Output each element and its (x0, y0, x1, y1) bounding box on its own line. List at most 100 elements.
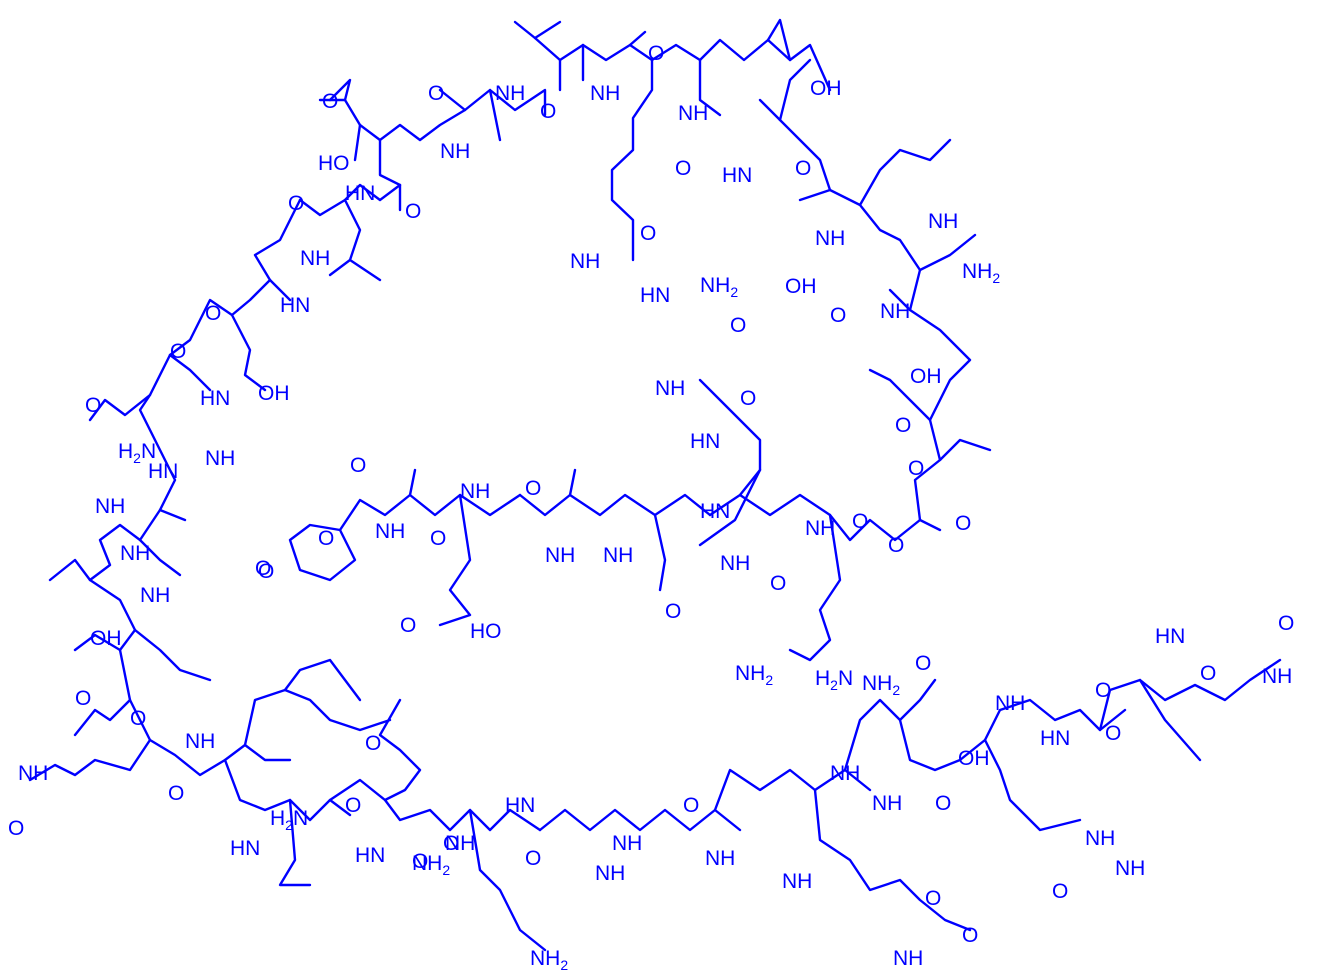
atom-label: NH (815, 227, 845, 250)
atom-label: NH (140, 584, 170, 607)
atom-label: HN (345, 182, 375, 205)
atom-label: O (1095, 679, 1111, 702)
atom-label: NH2 (862, 672, 900, 698)
atom-label: O (935, 792, 951, 815)
atom-label: O (365, 732, 381, 755)
atom-label: NH (995, 692, 1025, 715)
atom-label: NH2 (412, 852, 450, 878)
atom-label: NH (678, 102, 708, 125)
atom-label: O (75, 687, 91, 710)
atom-label: NH (375, 520, 405, 543)
atom-label: O (1200, 662, 1216, 685)
atom-label: O (288, 192, 304, 215)
atom-label: O (730, 314, 746, 337)
atom-label: NH (830, 762, 860, 785)
atom-label: HN (148, 460, 178, 483)
atom-label: HN (700, 500, 730, 523)
atom-label: NH (1262, 665, 1292, 688)
atom-label: OH (910, 365, 942, 388)
atom-label: NH (590, 82, 620, 105)
atom-label: OH (90, 627, 122, 650)
atom-label: NH2 (962, 260, 1000, 286)
atom-label: NH (705, 847, 735, 870)
atom-label: O (205, 302, 221, 325)
atom-label: NH2 (530, 947, 568, 973)
atom-label: O (852, 510, 868, 533)
atom-label: O (888, 534, 904, 557)
atom-label: O (925, 887, 941, 910)
atom-label: NH (570, 250, 600, 273)
atom-labels: O OH O NH NH O NH O HO NH O HN O HN O NH… (8, 42, 1294, 973)
atom-label: NH (893, 947, 923, 970)
atom-label: HN (355, 844, 385, 867)
atom-label: O (675, 157, 691, 180)
atom-label: H2N (815, 667, 853, 693)
atom-label: HN (690, 430, 720, 453)
atom-label: O (255, 557, 271, 580)
atom-label: HN (200, 387, 230, 410)
atom-label: HN (280, 294, 310, 317)
atom-label: NH (720, 552, 750, 575)
atom-label: O (318, 527, 334, 550)
atom-label: O (428, 82, 444, 105)
atom-label: NH (445, 832, 475, 855)
atom-label: O (895, 414, 911, 437)
atom-label: NH2 (700, 274, 738, 300)
atom-label: NH (495, 82, 525, 105)
atom-label: HN (722, 164, 752, 187)
atom-label: HO (318, 152, 350, 175)
atom-label: O (8, 817, 24, 840)
atom-label: NH (595, 862, 625, 885)
atom-label: O (430, 527, 446, 550)
atom-label: O (85, 394, 101, 417)
atom-label: O (665, 600, 681, 623)
atom-label: O (405, 200, 421, 223)
atom-label: HN (640, 284, 670, 307)
atom-label: HN (505, 794, 535, 817)
atom-label: O (740, 387, 756, 410)
atom-label: NH (460, 480, 490, 503)
atom-label: NH (95, 495, 125, 518)
atom-label: O (443, 832, 459, 855)
atom-label: O (648, 42, 664, 65)
atom-label: OH (258, 382, 290, 405)
atom-label: NH (782, 870, 812, 893)
atom-label: NH (440, 140, 470, 163)
atom-label: O (525, 847, 541, 870)
atom-label: O (412, 850, 428, 873)
atom-label: O (258, 560, 274, 583)
atom-label: O (168, 782, 184, 805)
atom-label: O (908, 457, 924, 480)
atom-label: O (915, 652, 931, 675)
atom-label: NH (1115, 857, 1145, 880)
atom-label: O (1052, 880, 1068, 903)
atom-label: O (962, 924, 978, 947)
atom-label: O (130, 707, 146, 730)
atom-label: NH (1085, 827, 1115, 850)
atom-label: NH (880, 300, 910, 323)
atom-label: O (170, 340, 186, 363)
atom-label: OH (785, 275, 817, 298)
atom-label: O (640, 222, 656, 245)
atom-label: O (955, 512, 971, 535)
atom-label: O (350, 454, 366, 477)
atom-label: HN (1155, 625, 1185, 648)
atom-label: NH (655, 377, 685, 400)
atom-label: O (1105, 722, 1121, 745)
atom-label: O (540, 100, 556, 123)
atom-label: NH (545, 544, 575, 567)
atom-label: NH (805, 517, 835, 540)
atom-label: O (400, 614, 416, 637)
atom-label: O (795, 157, 811, 180)
atom-label: OH (810, 77, 842, 100)
atom-label: H2N (270, 807, 308, 833)
atom-label: NH (300, 247, 330, 270)
atom-label: O (683, 794, 699, 817)
atom-label: O (345, 794, 361, 817)
atom-label: NH (185, 730, 215, 753)
atom-label: NH2 (735, 662, 773, 688)
atom-label: NH (205, 447, 235, 470)
atom-label: NH (120, 542, 150, 565)
atom-label: O (322, 90, 338, 113)
